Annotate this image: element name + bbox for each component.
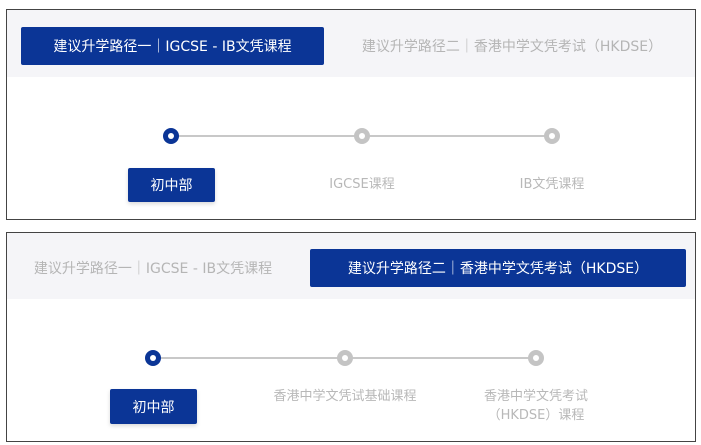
step-dot-3[interactable]: [528, 350, 544, 366]
step-dot-2[interactable]: [337, 350, 353, 366]
tab-bar: 建议升学路径一｜IGCSE - IB文凭课程 建议升学路径二｜香港中学文凭考试（…: [7, 233, 695, 299]
step-dot-2[interactable]: [354, 128, 370, 144]
step-label-igcse[interactable]: IGCSE课程: [329, 177, 395, 192]
step-button-junior[interactable]: 初中部: [110, 389, 197, 424]
step-dot-1[interactable]: [163, 128, 179, 144]
step-dot-3[interactable]: [544, 128, 560, 144]
step-label-dse-foundation[interactable]: 香港中学文凭试基础课程: [273, 389, 417, 404]
step-dot-1[interactable]: [145, 350, 161, 366]
tab-path-1[interactable]: 建议升学路径一｜IGCSE - IB文凭课程: [21, 27, 324, 65]
step-label-hkdse[interactable]: 香港中学文凭考试（HKDSE）课程: [483, 389, 588, 423]
path-panel-2: 建议升学路径一｜IGCSE - IB文凭课程 建议升学路径二｜香港中学文凭考试（…: [6, 232, 696, 442]
tab-bar: 建议升学路径一｜IGCSE - IB文凭课程 建议升学路径二｜香港中学文凭考试（…: [7, 10, 695, 77]
tab-path-2[interactable]: 建议升学路径二｜香港中学文凭考试（HKDSE）: [361, 39, 663, 55]
step-label-ib[interactable]: IB文凭课程: [519, 177, 585, 192]
step-button-junior[interactable]: 初中部: [128, 168, 215, 202]
tab-path-1[interactable]: 建议升学路径一｜IGCSE - IB文凭课程: [33, 261, 273, 277]
tab-path-2[interactable]: 建议升学路径二｜香港中学文凭考试（HKDSE）: [310, 249, 686, 287]
path-panel-1: 建议升学路径一｜IGCSE - IB文凭课程 建议升学路径二｜香港中学文凭考试（…: [6, 9, 696, 220]
